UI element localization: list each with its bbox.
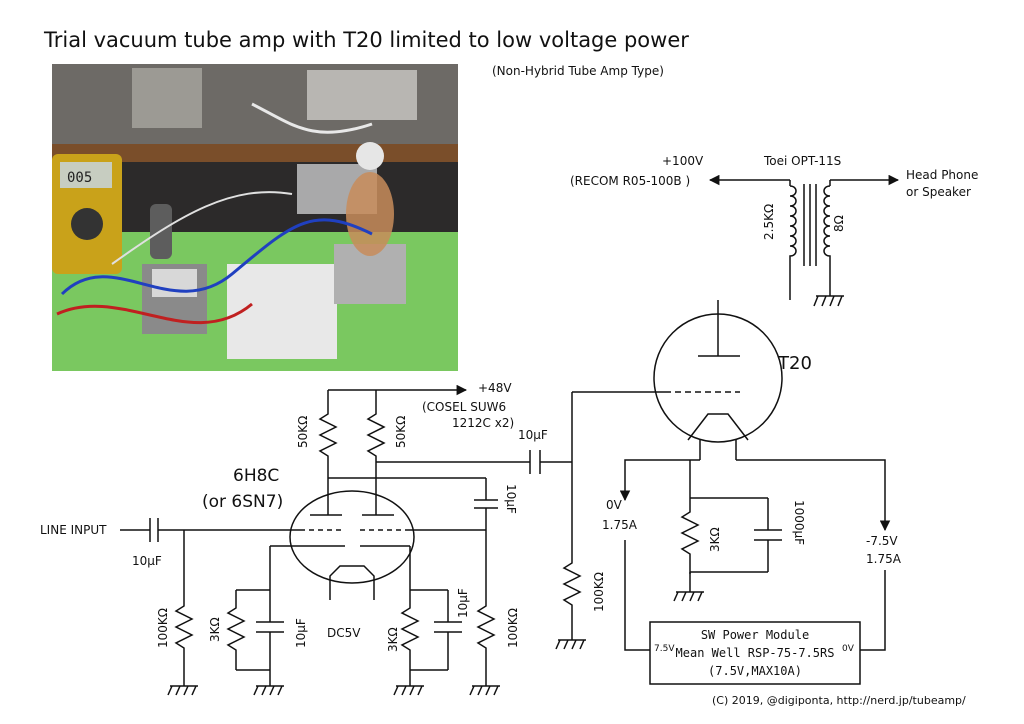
label-cosel-1: (COSEL SUW6 — [422, 400, 507, 414]
6h8c-tube-symbol — [269, 490, 415, 600]
label-dc5v: DC5V — [327, 626, 361, 640]
label-recom: (RECOM R05-100B ) — [570, 174, 691, 188]
label-minus-75v: -7.5V — [866, 534, 898, 548]
right-grid-resistor — [405, 529, 500, 696]
grid-network — [555, 392, 586, 650]
label-transformer: Toei OPT-11S — [764, 154, 842, 168]
label-cap-right-k: 10μF — [456, 588, 470, 618]
label-line-input: LINE INPUT — [40, 523, 107, 537]
label-6h8c: 6H8C — [233, 466, 280, 486]
label-6sn7: (or 6SN7) — [202, 492, 284, 512]
psu-box — [649, 621, 861, 685]
label-psu-1: SW Power Module — [700, 628, 810, 642]
label-psu-75v: 7.5V — [654, 644, 675, 654]
label-plus-100v: +100V — [662, 154, 704, 168]
prototype-photo-illustration: 005 — [52, 64, 458, 371]
label-175a-left: 1.75A — [602, 518, 637, 532]
label-0v: 0V — [606, 498, 622, 512]
label-1000uf: 1000μF — [792, 500, 806, 546]
label-psu-3: (7.5V,MAX10A) — [708, 664, 802, 678]
label-3k-t20: 3KΩ — [708, 527, 722, 552]
left-cathode-rc — [226, 589, 284, 696]
label-headphone-2: or Speaker — [906, 185, 971, 199]
label-plus-48v: +48V — [478, 381, 512, 395]
label-psu-2: Mean Well RSP-75-7.5RS — [675, 646, 835, 660]
label-t20: T20 — [778, 353, 812, 374]
label-cap-input: 10μF — [132, 554, 162, 568]
label-3k-left: 3KΩ — [208, 617, 222, 642]
label-cap-left-k: 10μF — [294, 618, 308, 648]
multimeter-display: 005 — [67, 170, 92, 186]
label-100k-right: 100KΩ — [506, 608, 520, 648]
label-3k-right: 3KΩ — [386, 627, 400, 652]
label-headphone-1: Head Phone — [906, 168, 979, 182]
label-8-ohm: 8Ω — [832, 215, 846, 232]
page-subtitle: (Non-Hybrid Tube Amp Type) — [492, 64, 664, 78]
coupling-cap — [376, 450, 572, 474]
t20-cathode-bias — [673, 460, 782, 602]
right-cathode-rc — [393, 589, 462, 696]
label-100k-grid: 100KΩ — [592, 572, 606, 612]
b-plus-48v-rail — [318, 384, 468, 515]
label-50k-a: 50KΩ — [296, 415, 310, 448]
filament-wiring — [619, 459, 891, 651]
output-transformer-symbol — [708, 174, 900, 300]
prototype-photo: 005 — [52, 64, 458, 371]
label-2-5k: 2.5KΩ — [762, 203, 776, 240]
label-coupling-cap: 10μF — [518, 428, 548, 442]
page-title: Trial vacuum tube amp with T20 limited t… — [44, 28, 689, 52]
label-100k-left: 100KΩ — [156, 608, 170, 648]
ground-symbol-transformer — [813, 295, 844, 307]
label-cap-mid: 10μF — [504, 484, 518, 514]
input-network — [120, 518, 300, 696]
plate-cross-cap — [328, 477, 498, 600]
t20-tube-symbol — [572, 300, 783, 460]
label-cosel-2: 1212C x2) — [452, 416, 515, 430]
label-psu-0v: 0V — [842, 644, 854, 654]
label-175a-right: 1.75A — [866, 552, 901, 566]
copyright: (C) 2019, @digiponta, http://nerd.jp/tub… — [712, 694, 966, 707]
label-50k-b: 50KΩ — [394, 415, 408, 448]
